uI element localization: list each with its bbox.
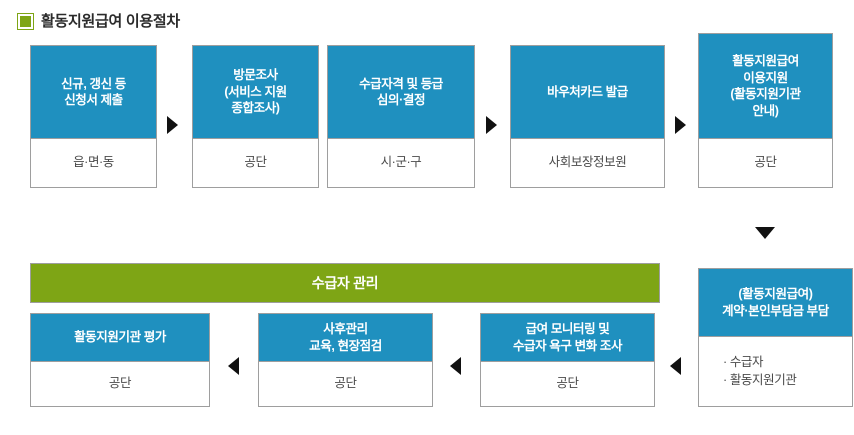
flow-node-7-body: 공단 [481,362,654,406]
flow-node-1-body: 읍·면·동 [31,139,156,187]
flow-node-9[interactable]: 활동지원기관 평가 공단 [30,313,210,407]
flow-node-1-header: 신규, 갱신 등 신청서 제출 [31,46,156,139]
arrow-3-to-4-icon [486,116,497,134]
flow-node-1[interactable]: 신규, 갱신 등 신청서 제출 읍·면·동 [30,45,157,188]
page-title-text: 활동지원급여 이용절차 [41,13,180,30]
flow-node-6-header: (활동지원급여) 계약·본인부담금 부담 [699,269,852,337]
flow-node-4-header: 바우처카드 발급 [511,46,664,139]
flow-node-8-header: 사후관리 교육, 현장점검 [259,314,432,362]
arrow-4-to-5-icon [675,116,686,134]
arrow-5-to-6-icon [755,227,775,239]
flow-node-3-header: 수급자격 및 등급 심의·결정 [328,46,474,139]
flow-node-5-header: 활동지원급여 이용지원 (활동지원기관 안내) [699,34,832,139]
flow-node-4-body: 사회보장정보원 [511,139,664,187]
arrow-8-to-9-icon [228,357,239,375]
arrow-1-to-2-icon [167,116,178,134]
flow-node-5[interactable]: 활동지원급여 이용지원 (활동지원기관 안내) 공단 [698,33,833,188]
flow-node-8-body: 공단 [259,362,432,406]
green-square-bullet-icon [18,14,33,29]
flow-node-3[interactable]: 수급자격 및 등급 심의·결정 시·군·구 [327,45,475,188]
flow-node-6-body: · 수급자 · 활동지원기관 [699,337,852,406]
arrow-6-to-7-icon [670,357,681,375]
flow-node-5-body: 공단 [699,139,832,187]
flow-node-2-header: 방문조사 (서비스 지원 종합조사) [193,46,318,139]
flow-node-2[interactable]: 방문조사 (서비스 지원 종합조사) 공단 [192,45,319,188]
group-bar-recipient-management: 수급자 관리 [30,263,660,303]
flow-node-7-header: 급여 모니터링 및 수급자 욕구 변화 조사 [481,314,654,362]
flow-node-6[interactable]: (활동지원급여) 계약·본인부담금 부담 · 수급자 · 활동지원기관 [698,268,853,407]
flow-node-7[interactable]: 급여 모니터링 및 수급자 욕구 변화 조사 공단 [480,313,655,407]
page-title: 활동지원급여 이용절차 [18,10,180,31]
flow-node-9-body: 공단 [31,362,209,406]
flow-node-2-body: 공단 [193,139,318,187]
flow-node-4[interactable]: 바우처카드 발급 사회보장정보원 [510,45,665,188]
flow-node-3-body: 시·군·구 [328,139,474,187]
flow-node-8[interactable]: 사후관리 교육, 현장점검 공단 [258,313,433,407]
flow-node-9-header: 활동지원기관 평가 [31,314,209,362]
group-bar-label: 수급자 관리 [311,275,379,291]
arrow-7-to-8-icon [450,357,461,375]
